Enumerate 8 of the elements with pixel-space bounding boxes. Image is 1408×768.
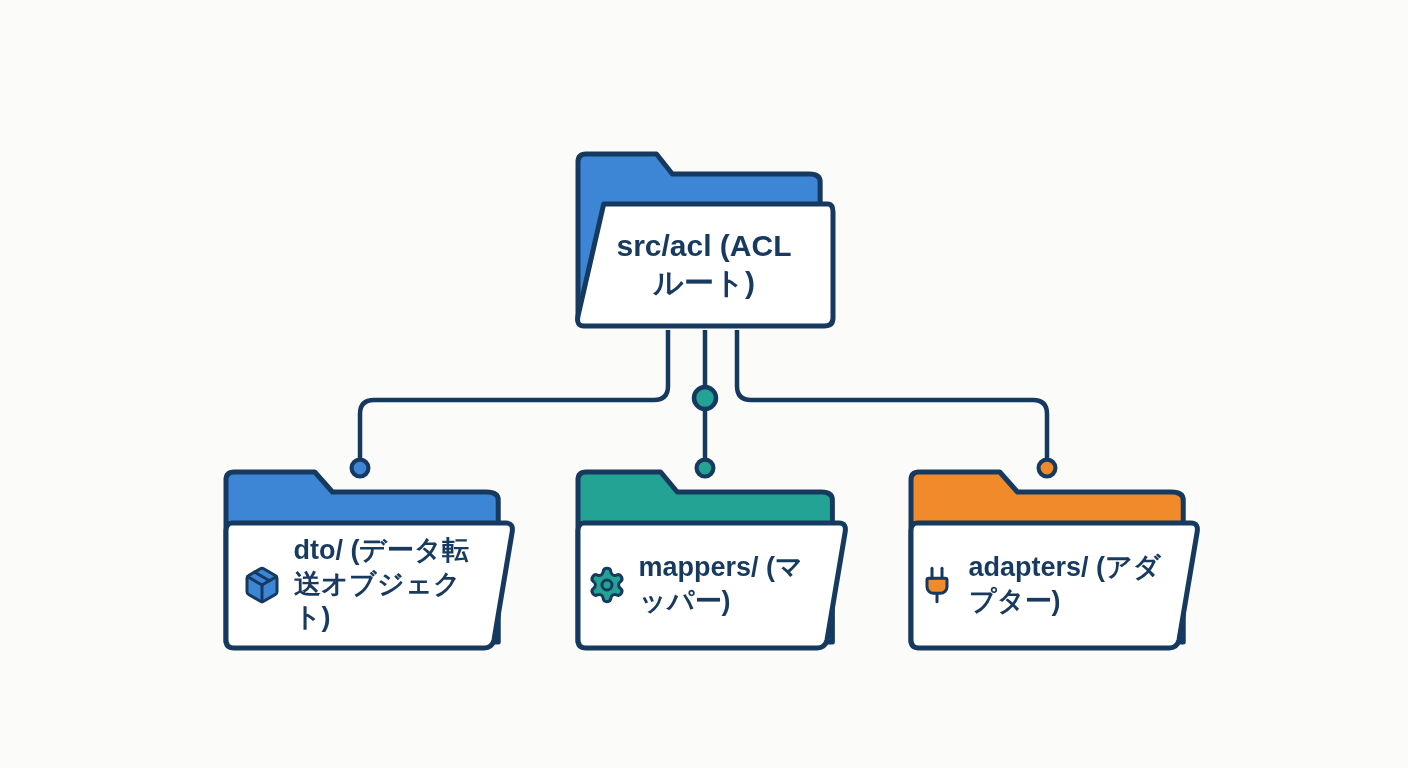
connector-line <box>349 330 671 479</box>
folder-label: mappers/ (マッパー) <box>638 550 805 618</box>
connector-line <box>694 330 716 479</box>
connector-line <box>734 330 1058 479</box>
folder-label: dto/ (データ転送オブジェクト) <box>293 533 471 635</box>
folder-label: src/acl (ACLルート) <box>615 227 793 301</box>
folder <box>572 150 836 330</box>
folder-label: adapters/ (アダプター) <box>968 550 1163 618</box>
